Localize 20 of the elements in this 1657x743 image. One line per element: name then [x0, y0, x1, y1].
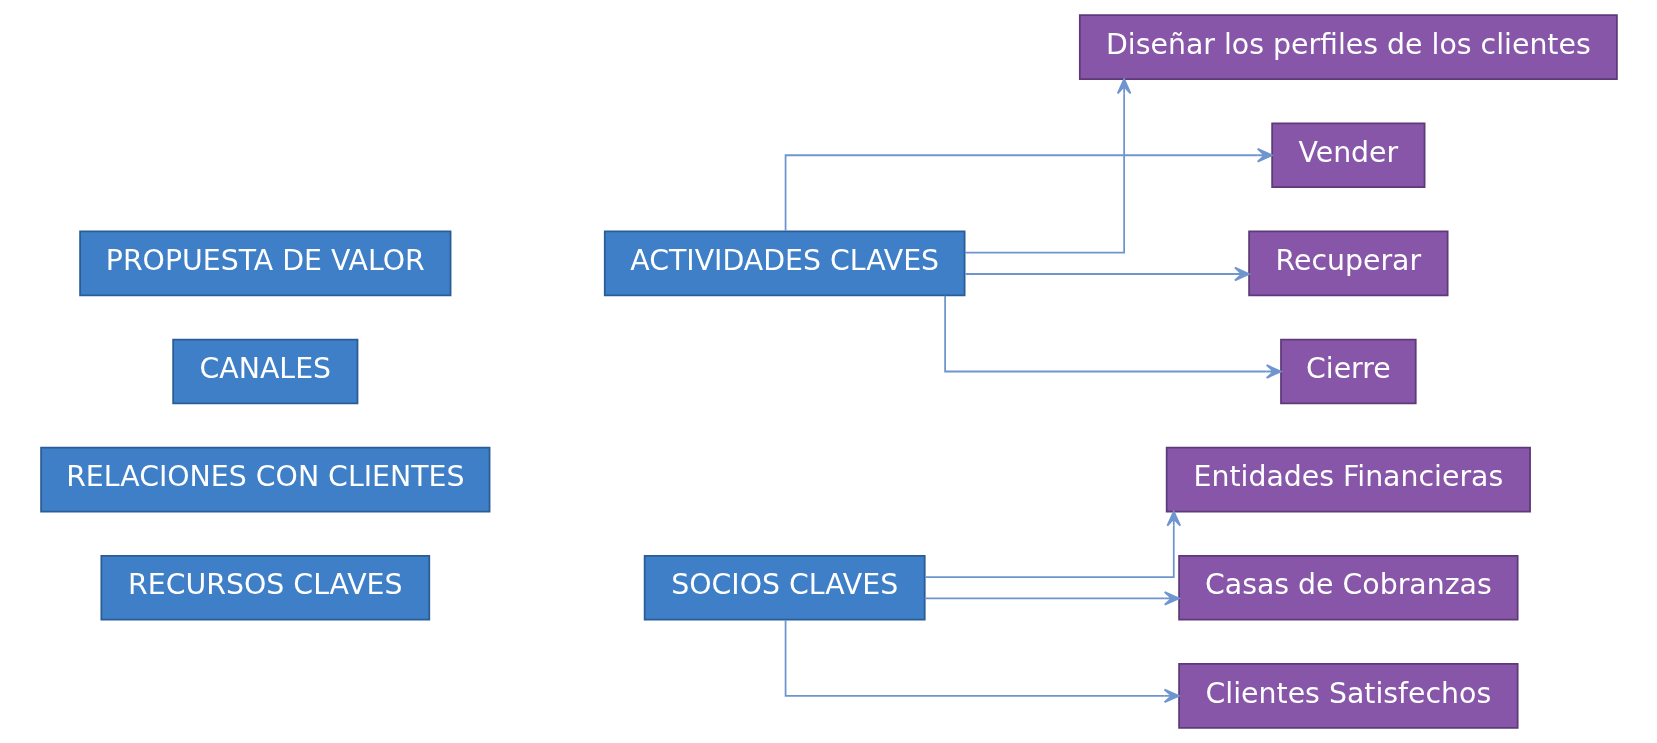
- arrow: [943, 294, 1282, 379]
- arrow: [923, 591, 1180, 606]
- node-box: Entidades Financieras: [1165, 446, 1531, 513]
- node-box: Casas de Cobranzas: [1177, 554, 1519, 621]
- arrow: [963, 78, 1131, 254]
- node-box: CANALES: [171, 338, 358, 405]
- node-box: RELACIONES CON CLIENTES: [39, 446, 490, 513]
- node-box: Cierre: [1279, 338, 1417, 405]
- arrow: [784, 619, 1180, 704]
- node-box: Clientes Satisfechos: [1177, 663, 1519, 729]
- node-box: SOCIOS CLAVES: [643, 554, 926, 621]
- node-box: Vender: [1270, 122, 1425, 189]
- node-box: PROPUESTA DE VALOR: [78, 230, 451, 297]
- arrow: [963, 266, 1250, 282]
- node-box: RECURSOS CLAVES: [99, 554, 430, 621]
- arrow: [784, 147, 1273, 232]
- arrow: [923, 510, 1181, 578]
- node-box: Diseñar los perfiles de los clientes: [1078, 14, 1618, 80]
- node-box: ACTIVIDADES CLAVES: [603, 230, 965, 297]
- node-box: Recuperar: [1247, 230, 1448, 297]
